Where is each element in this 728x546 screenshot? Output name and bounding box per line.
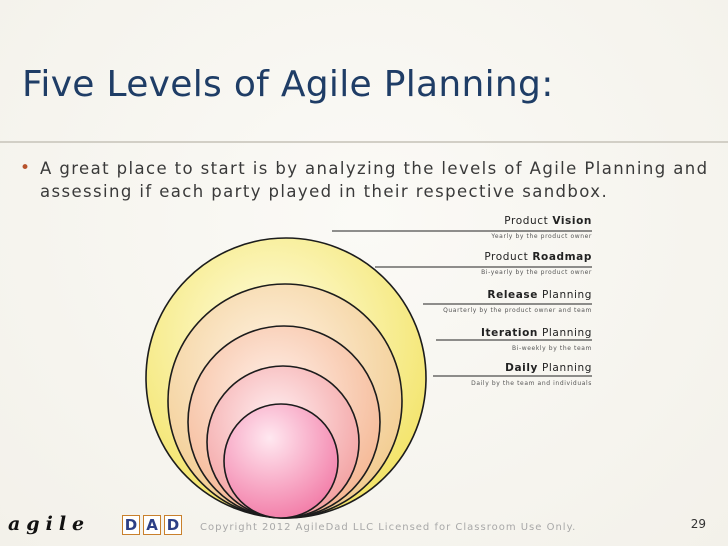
level-title: Release Planning: [487, 289, 592, 301]
agiledad-logo: agile D A D: [8, 513, 184, 537]
level-cadence: Bi-weekly by the team: [511, 345, 592, 352]
level-title: Iteration Planning: [480, 327, 592, 339]
bullet-dot-icon: •: [20, 158, 32, 178]
slide-title: Five Levels of Agile Planning:: [22, 64, 554, 105]
level-title: Product Vision: [504, 215, 592, 227]
level-cadence: Daily by the team and individuals: [471, 380, 592, 387]
logo-boxes: D A D: [122, 515, 182, 535]
level-cadence: Bi-yearly by the product owner: [481, 269, 592, 276]
page-number: 29: [690, 517, 706, 531]
logo-wordmark: agile: [8, 513, 91, 535]
title-divider: [0, 141, 728, 143]
level-cadence: Yearly by the product owner: [491, 233, 592, 240]
bullet-point: • A great place to start is by analyzing…: [20, 157, 710, 203]
level-ring-5: [223, 403, 339, 519]
copyright-text: Copyright 2012 AgileDad LLC Licensed for…: [200, 522, 577, 533]
level-title: Product Roadmap: [484, 251, 592, 263]
level-cadence: Quarterly by the product owner and team: [443, 307, 592, 314]
logo-letter: D: [122, 515, 140, 535]
level-title: Daily Planning: [505, 362, 592, 374]
logo-letter: A: [143, 515, 161, 535]
logo-letter: D: [164, 515, 182, 535]
bullet-text: A great place to start is by analyzing t…: [40, 159, 709, 201]
